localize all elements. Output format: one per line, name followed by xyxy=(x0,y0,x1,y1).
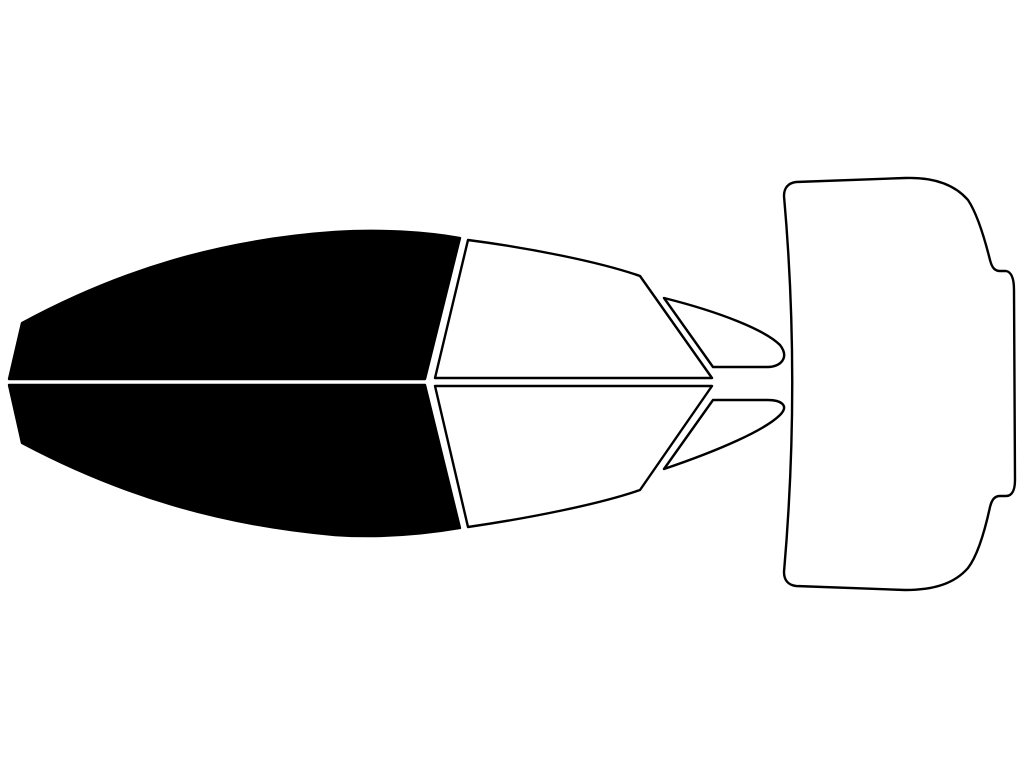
rear-window xyxy=(782,176,1017,592)
front-door-window-right xyxy=(433,384,714,529)
rear-quarter-window-right xyxy=(662,398,786,471)
front-windshield-left-half xyxy=(7,229,462,381)
rear-quarter-window-left xyxy=(662,296,786,369)
front-windshield-right-half xyxy=(7,383,462,538)
front-door-window-left xyxy=(433,238,714,380)
